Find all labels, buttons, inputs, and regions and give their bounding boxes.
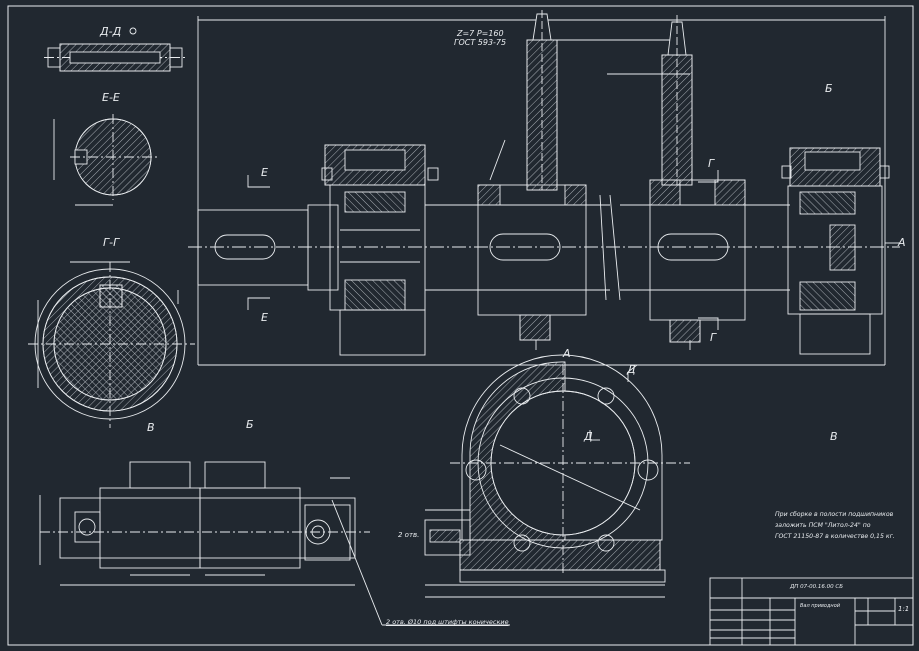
cut-label-g-top: Г xyxy=(708,157,715,170)
view-v xyxy=(39,461,510,626)
section-label-gg: Г-Г xyxy=(103,236,120,249)
cut-label-d-top: Д xyxy=(627,363,636,376)
title-block xyxy=(709,577,914,646)
assembly-note-line-2: заложить ПСМ "Литол-24" по xyxy=(775,522,871,529)
gear-callout: Z=7 P=160 xyxy=(457,29,504,38)
holes-left-callout: 2 отв. xyxy=(398,531,420,539)
title-block-doc-code: ДП 07-00.16.00 СБ xyxy=(790,584,844,590)
title-block-scale: 1:1 xyxy=(898,605,910,613)
section-gg xyxy=(28,261,195,428)
cut-label-d-mid: Д xyxy=(584,430,593,443)
holes-callout: 2 отв. Ø10 под штифты конические xyxy=(386,618,509,626)
view-label-b-top: Б xyxy=(825,82,833,95)
view-label-a: А xyxy=(563,347,571,360)
section-label-dd: Д-Д xyxy=(100,25,122,38)
section-label-ee: Е-Е xyxy=(102,91,120,104)
sheet-frame xyxy=(7,5,914,646)
view-label-b: Б xyxy=(246,418,254,431)
cut-label-g-bottom: Г xyxy=(710,331,717,344)
section-ee xyxy=(53,114,158,206)
cut-label-e-bottom: Е xyxy=(261,311,268,324)
assembly-note-line-1: При сборке в полости подшипников xyxy=(775,511,894,518)
assembly-note-line-3: ГОСТ 21150-87 в количестве 0,15 кг. xyxy=(775,533,895,540)
view-label-v-right: В xyxy=(830,430,838,443)
gost-callout: ГОСТ 593-75 xyxy=(454,38,507,47)
title-block-name: Вал приводной xyxy=(800,603,841,609)
section-dd xyxy=(44,27,186,72)
main-assembly xyxy=(188,10,900,366)
view-label-a-right: А xyxy=(898,236,906,249)
cut-label-e-top: Е xyxy=(261,166,268,179)
view-label-v: В xyxy=(147,421,155,434)
view-a xyxy=(424,354,690,598)
